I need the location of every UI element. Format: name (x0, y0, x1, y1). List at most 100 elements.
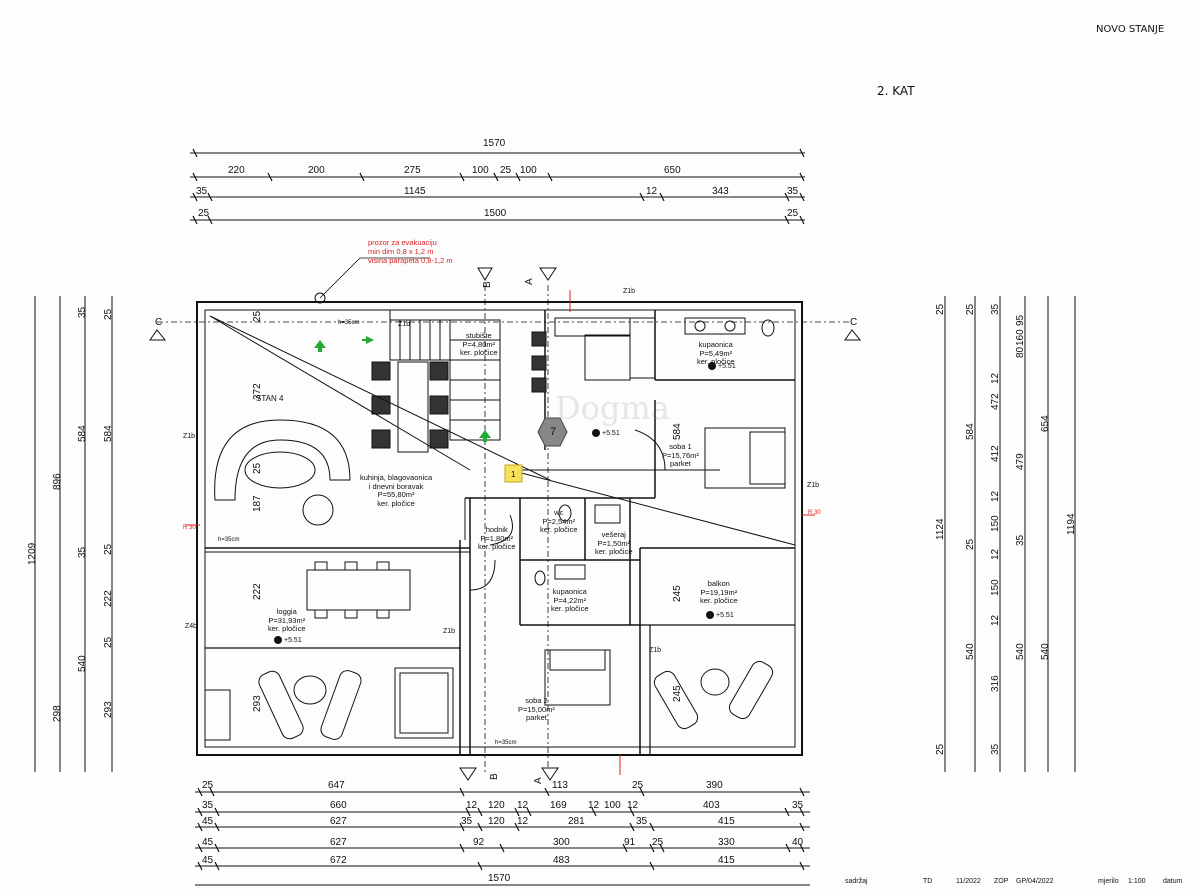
dim-bot-35: 483 (553, 855, 570, 866)
section-b-bottom: B (489, 773, 500, 780)
dim-right-540a: 540 (965, 643, 976, 660)
dim-right-35c: 35 (1015, 534, 1026, 546)
dim-top-8: 35 (196, 186, 208, 197)
dim-bot-6: 35 (202, 800, 214, 811)
room-laundry: vešeraj P=1,50m² ker. pločice (595, 530, 633, 557)
room-kitchen-name-1: kuhinja, blagovaonica (360, 473, 433, 482)
title-block: sadržaj TD 11/2022 ZOP GP/04/2022 mjeril… (810, 872, 1200, 890)
dim-top-11: 343 (712, 186, 729, 197)
room-bedroom-2-area: P=15,00m² (518, 704, 555, 714)
wall-z1b-2: Z1b (623, 288, 636, 295)
dim-left-298: 298 (52, 705, 63, 722)
dim-right-12a: 12 (990, 372, 1001, 384)
room-kitchen-area: P=55,80m² (377, 490, 415, 500)
dim-int-25b: 25 (252, 462, 263, 474)
wall-z1b-3: Z1b (183, 433, 196, 440)
dim-bot-29: 91 (624, 837, 636, 848)
section-a-top: A (524, 278, 535, 285)
wall-z1b-4: Z1b (807, 482, 820, 489)
dim-right-35b: 35 (990, 743, 1001, 755)
dim-right-25a: 25 (935, 303, 946, 315)
room-laundry-area: P=1,50m² (597, 538, 631, 548)
dim-bot-8: 12 (466, 800, 478, 811)
tb-date: 11/2022 (956, 878, 981, 885)
watermark: Dogma (555, 389, 670, 427)
room-wc: wc P=2,54m² ker. pločice (540, 508, 578, 535)
dim-bot-15: 403 (703, 800, 720, 811)
dim-right-472: 472 (990, 393, 1001, 410)
room-bathroom-1-area: P=5,49m² (699, 348, 733, 358)
tb-project: GP/04/2022 (1016, 878, 1054, 885)
dim-bot-22: 281 (568, 816, 585, 827)
height-note-3: h=35cm (495, 740, 517, 746)
room-bedroom-1-name: soba 1 (669, 442, 692, 451)
room-bathroom-2: kupaonica P=4,22m² ker. pločice (551, 587, 589, 614)
dim-bot-21: 12 (517, 816, 529, 827)
dim-left-540: 540 (77, 655, 88, 672)
dim-bot-16: 35 (792, 800, 804, 811)
wall-z1b-1: Z1b (398, 321, 411, 328)
room-stairs-floor: ker. pločice (460, 348, 498, 358)
dim-bot-24: 415 (718, 816, 735, 827)
room-wc-name: wc (554, 508, 564, 517)
room-bedroom-1-floor: parket (670, 459, 691, 469)
dim-top-14: 1500 (484, 208, 507, 219)
dim-bot-2: 647 (328, 780, 345, 791)
room-stairs-name: stubište (465, 331, 492, 340)
dim-int-293: 293 (252, 695, 263, 712)
evacuation-note-3: visina parapeta 0,8-1,2 m (368, 256, 453, 265)
dim-top-13: 25 (198, 208, 210, 219)
dim-top-2: 200 (308, 165, 325, 176)
dim-top-12: 35 (787, 186, 799, 197)
room-loggia-area: P=31,93m² (268, 615, 306, 625)
dim-bot-14: 12 (627, 800, 639, 811)
section-b-top: B (482, 281, 493, 288)
apartment-label: STAN 4 (256, 394, 284, 403)
dim-bot-23: 35 (636, 816, 648, 827)
dim-right-412: 412 (990, 445, 1001, 462)
dim-right-150a: 150 (990, 515, 1001, 532)
wall-z1b-6: Z1b (649, 647, 662, 654)
evacuation-note-2: min dim 0,8 x 1,2 m (368, 247, 434, 256)
dim-int-25a: 25 (252, 310, 263, 322)
room-bathroom-2-name: kupaonica (552, 587, 587, 596)
dim-int-222: 222 (252, 583, 263, 600)
room-bathroom-1: kupaonica P=5,49m² ker. pločice (697, 340, 735, 367)
dim-right-95: 95 (1015, 314, 1026, 326)
dim-bot-19: 35 (461, 816, 473, 827)
dim-top-3: 275 (404, 165, 421, 176)
dim-bot-1: 25 (202, 780, 214, 791)
room-laundry-name: vešeraj (601, 530, 626, 539)
dim-left-896: 896 (52, 473, 63, 490)
room-loggia-name: loggia (276, 607, 297, 616)
dim-left-584b: 584 (103, 425, 114, 442)
room-stairs-area: P=4,80m² (462, 339, 496, 349)
dim-bot-11: 169 (550, 800, 567, 811)
room-bedroom-2: soba 2 P=15,00m² parket (518, 696, 555, 723)
dim-bot-5: 390 (706, 780, 723, 791)
tb-td: TD (923, 878, 933, 885)
room-laundry-floor: ker. pločice (595, 547, 633, 557)
dim-top-10: 12 (646, 186, 658, 197)
room-hallway-name: hodnik (485, 525, 508, 534)
dim-right-35a: 35 (990, 303, 1001, 315)
dim-right-25b: 25 (935, 743, 946, 755)
dim-bot-3: 113 (552, 780, 568, 791)
dim-bot-13: 100 (604, 800, 621, 811)
tb-content: sadržaj (845, 878, 868, 885)
dim-bot-10: 12 (517, 800, 529, 811)
level-2: +5.51 (718, 363, 736, 370)
dim-int-245a: 245 (672, 585, 683, 602)
dim-bot-7: 660 (330, 800, 347, 811)
room-stairs: stubište P=4,80m² ker. pločice (460, 331, 498, 358)
dim-bot-31: 330 (718, 837, 735, 848)
dim-right-150b: 150 (990, 579, 1001, 596)
room-bathroom-2-area: P=4,22m² (553, 595, 587, 605)
dim-right-12d: 12 (990, 614, 1001, 626)
section-a-bottom: A (533, 777, 544, 784)
dim-top-5: 25 (500, 165, 512, 176)
dim-right-12b: 12 (990, 490, 1001, 502)
dim-top-1: 220 (228, 165, 245, 176)
dim-top-6: 100 (520, 165, 537, 176)
room-kitchen: kuhinja, blagovaonica i dnevni boravak P… (360, 473, 433, 509)
